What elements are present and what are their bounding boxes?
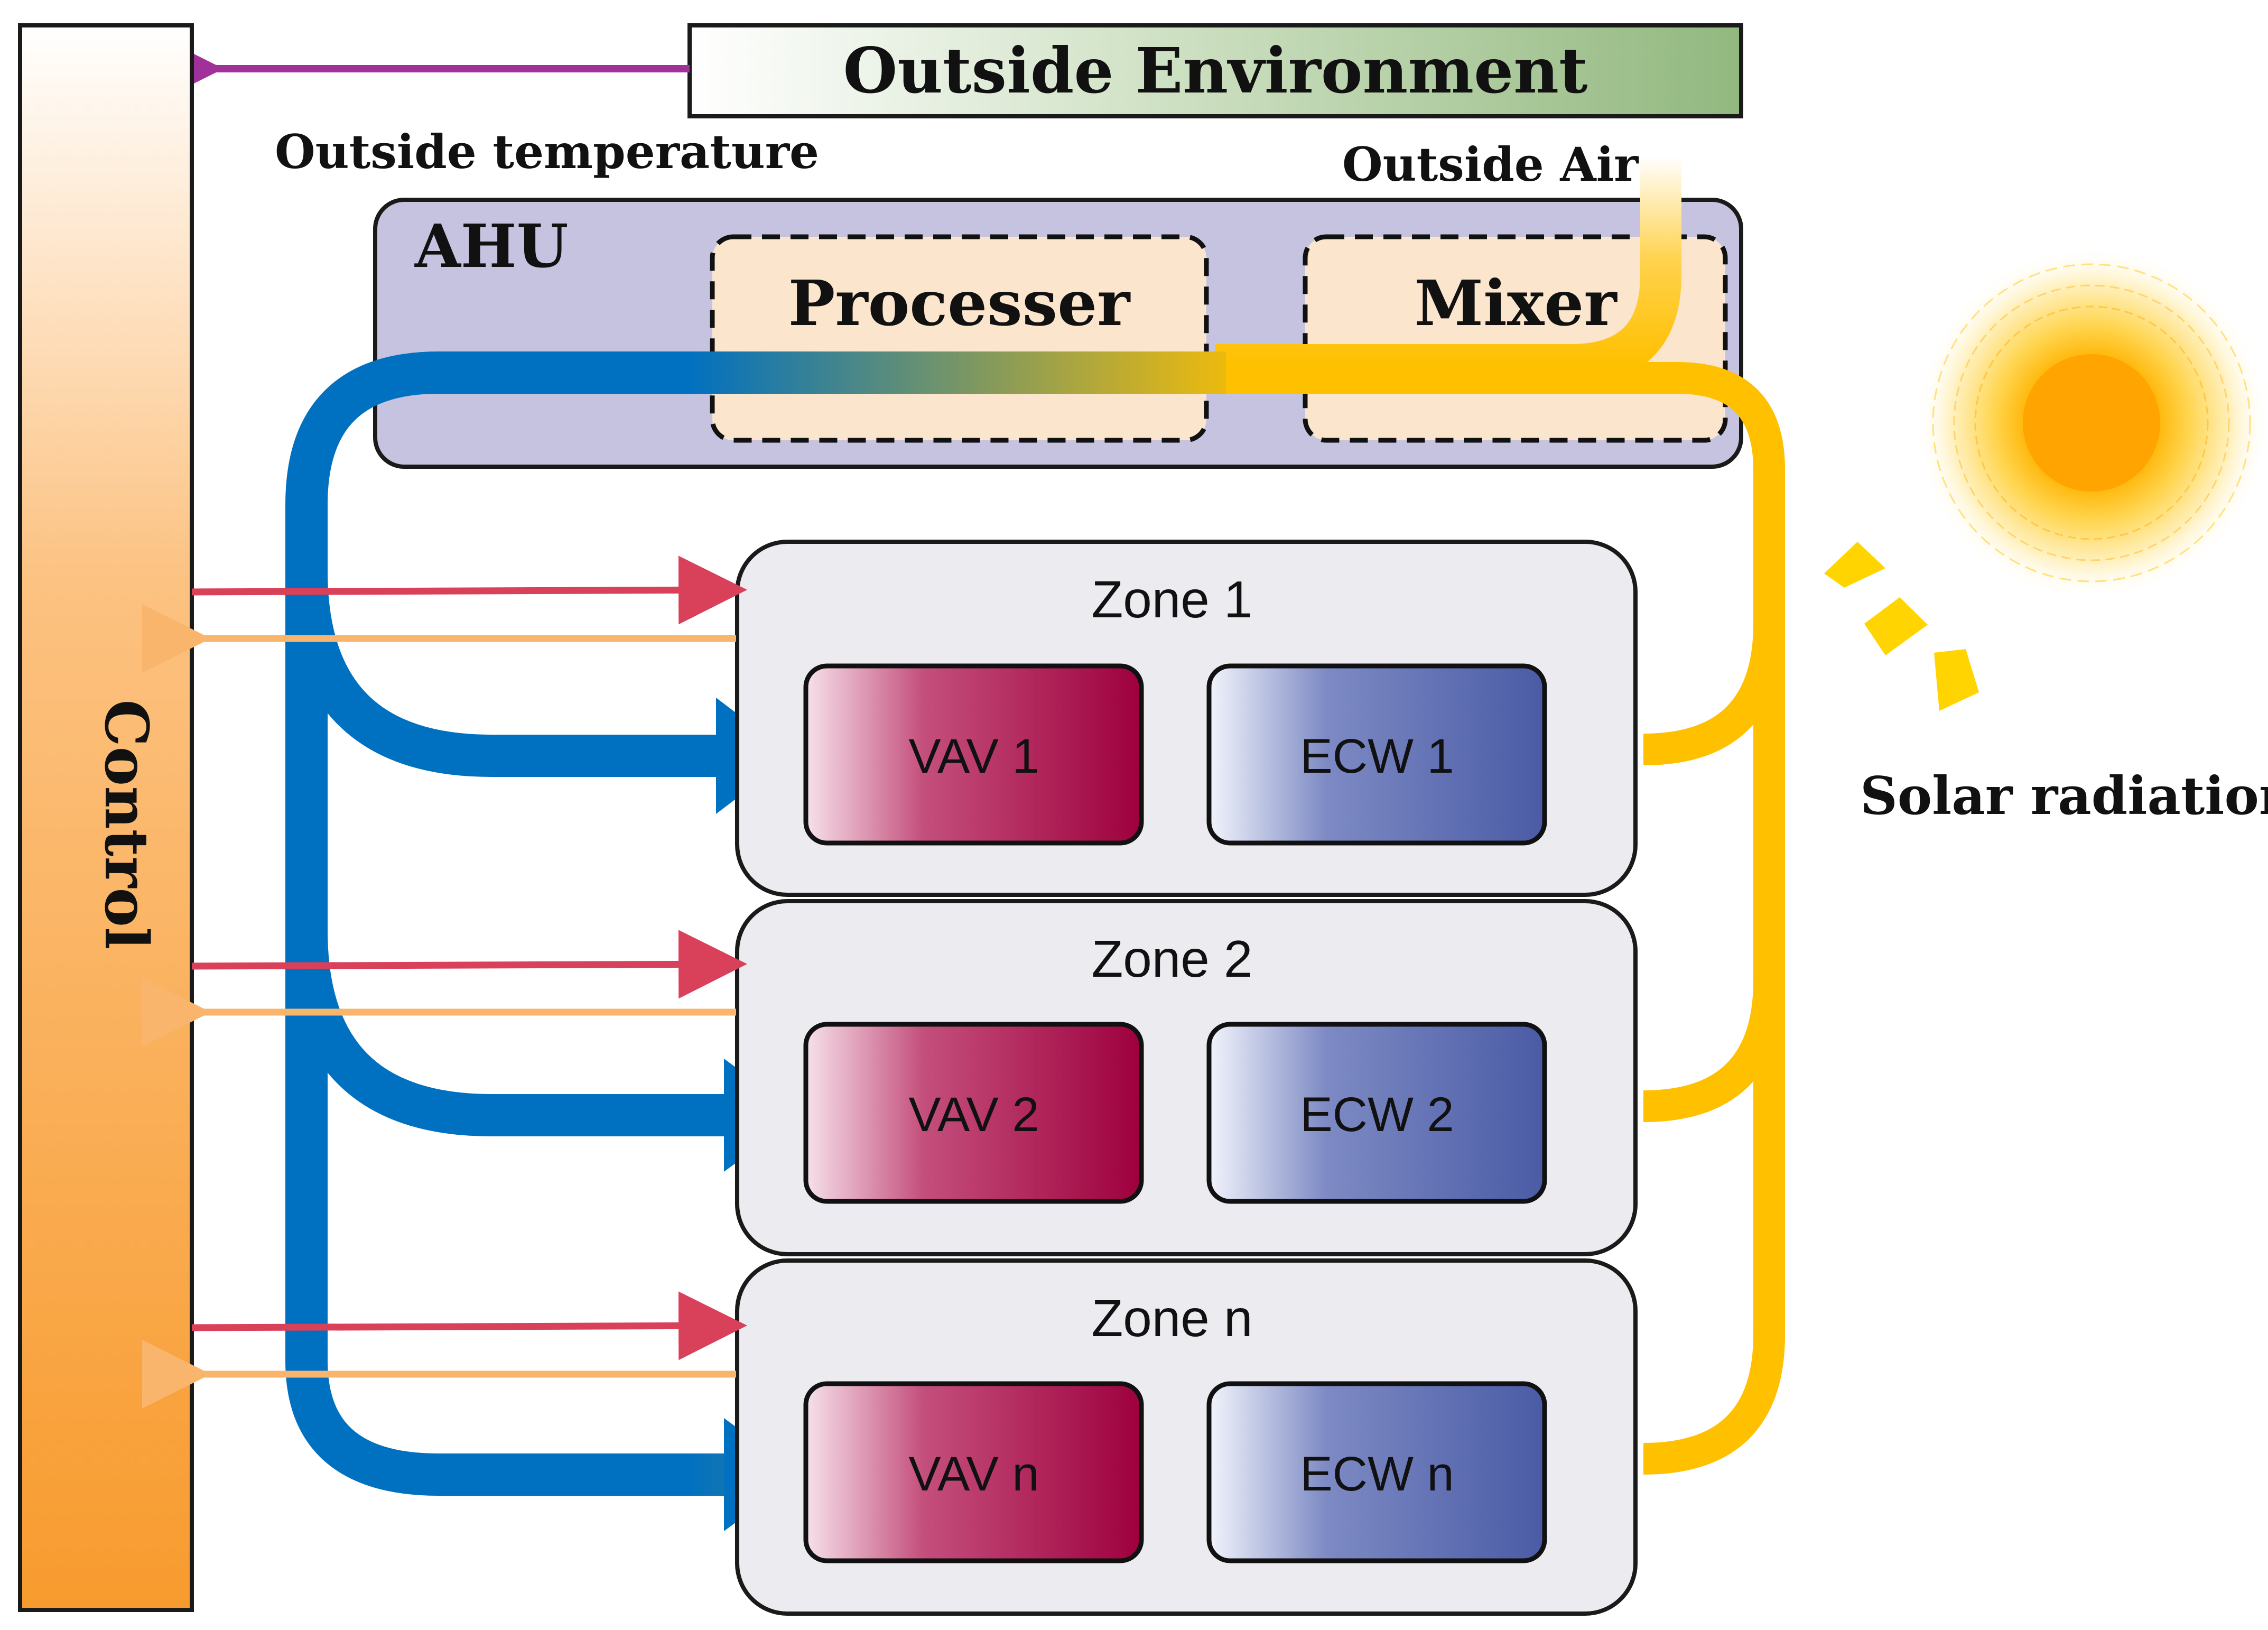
vav-2-label: VAV 2 [908, 1088, 1039, 1142]
ecw-2-box [1206, 1022, 1547, 1204]
zone-1-label: Zone 1 [1091, 570, 1252, 628]
ahu-box: AHU Processer Mixer [373, 198, 1743, 469]
sun-rays [1824, 542, 1979, 711]
zone-n: Zone n VAV n ECW n [735, 1258, 1638, 1616]
outside-air-duct [1215, 156, 1785, 1475]
zone-2: Zone 2 VAV 2 ECW 2 [735, 899, 1638, 1256]
ecw-n-label: ECW n [1300, 1447, 1454, 1501]
solar-radiation-label: Solar radiation [1860, 766, 2268, 827]
outside-air-label: Outside Air [1342, 137, 1639, 192]
supply-air-duct [285, 351, 1226, 1496]
vav-n-label: VAV n [908, 1447, 1039, 1501]
control-label: Control [91, 699, 161, 949]
ecw-2-label: ECW 2 [1300, 1088, 1454, 1142]
sun-icon [1914, 246, 2268, 600]
ahu-label: AHU [414, 212, 568, 281]
ecw-1-label: ECW 1 [1300, 729, 1454, 783]
vav-1-box [803, 663, 1144, 846]
processer-label: Processer [788, 266, 1131, 340]
vav-2-box [803, 1022, 1144, 1204]
outside-environment-label: Outside Environment [843, 34, 1587, 107]
control-signal-arrow-zone-n [191, 1291, 747, 1360]
outside-environment-box: Outside Environment [687, 23, 1743, 118]
vav-n-box [803, 1381, 1144, 1563]
outside-temperature-label: Outside temperature [275, 124, 819, 179]
zone-2-label: Zone 2 [1091, 930, 1252, 988]
control-signal-arrow-zone-1 [191, 555, 747, 625]
vav-1-label: VAV 1 [908, 729, 1039, 783]
control-bar: Control [18, 23, 194, 1612]
ecw-1-box [1206, 663, 1547, 846]
zone-n-label: Zone n [1091, 1289, 1252, 1347]
ecw-n-box [1206, 1381, 1547, 1563]
control-signal-arrow-zone-2 [191, 930, 747, 999]
zone-1: Zone 1 VAV 1 ECW 1 [735, 540, 1638, 897]
mixer-label: Mixer [1414, 266, 1618, 340]
